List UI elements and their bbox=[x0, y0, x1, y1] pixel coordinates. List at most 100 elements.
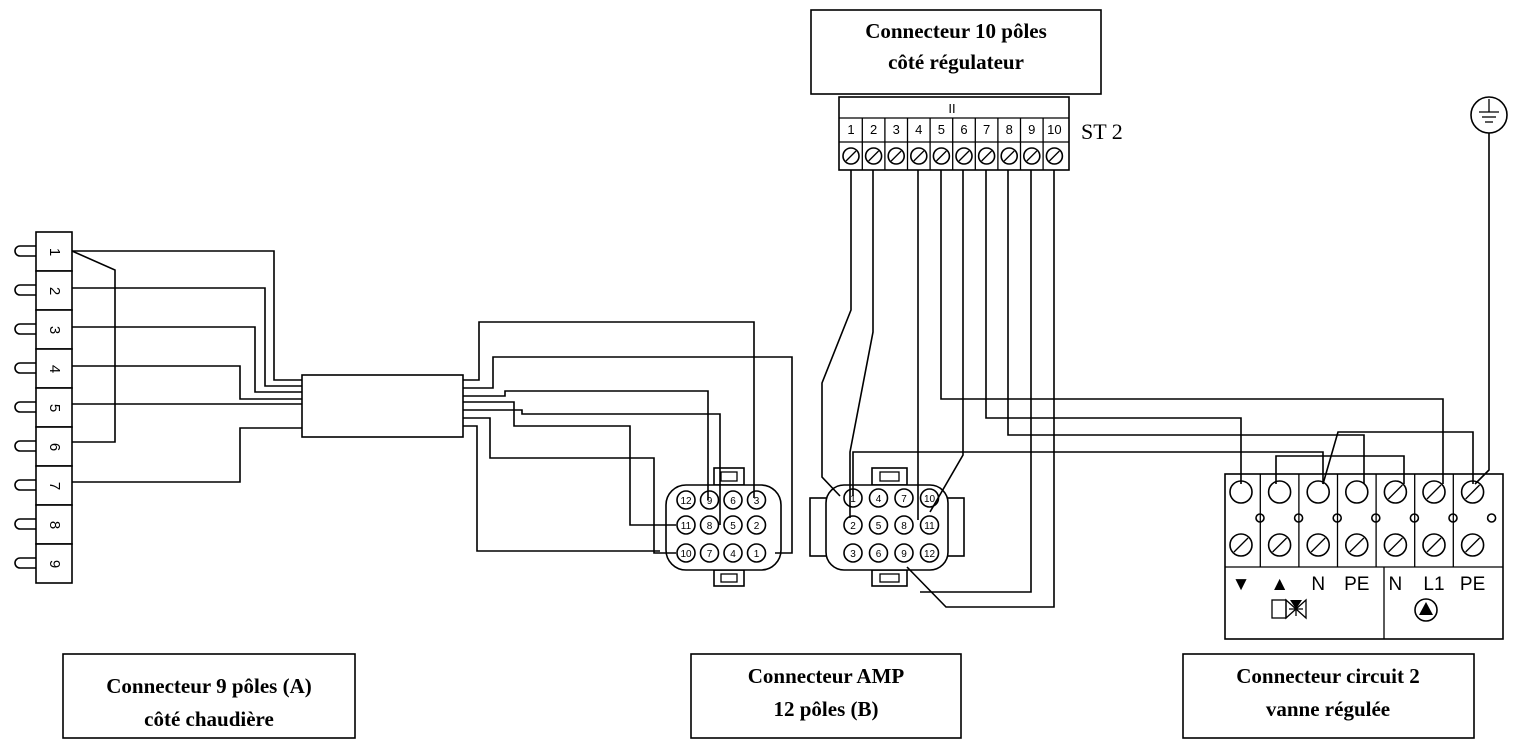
boiler-pin-label: 3 bbox=[46, 326, 63, 334]
amp-left-pin: 2 bbox=[746, 515, 767, 535]
regulator-pin-label: 9 bbox=[1028, 122, 1035, 137]
screw-terminal-icon bbox=[842, 147, 860, 165]
amp-right-pin: 9 bbox=[894, 543, 914, 563]
regulator-pin-label: 5 bbox=[938, 122, 945, 137]
amp-connector-right: 1 4 7 10 2 5 8 11 3 6 9 12 bbox=[809, 467, 965, 587]
screw-terminal-icon bbox=[1000, 147, 1019, 165]
amp-pin-label: 11 bbox=[681, 521, 692, 532]
circuit-terminal-label: PE bbox=[1344, 574, 1369, 595]
amp-left-pin: 11 bbox=[676, 515, 696, 535]
amp-left-pin: 1 bbox=[746, 543, 767, 563]
amp-right-pin: 10 bbox=[919, 488, 940, 508]
amp-right-pin: 12 bbox=[919, 543, 940, 563]
circuit-title-box: Connecteur circuit 2 vanne régulée bbox=[1182, 653, 1475, 739]
amp-left-pin: 7 bbox=[699, 543, 720, 563]
amp-pin-label: 3 bbox=[754, 496, 760, 507]
regulator-pin-label: 1 bbox=[847, 122, 854, 137]
screw-terminal-icon bbox=[1460, 480, 1485, 504]
clamp-terminal-icon bbox=[1306, 480, 1330, 504]
regulator-pin-label: 4 bbox=[915, 122, 922, 137]
circuit-terminal-label: L1 bbox=[1423, 574, 1444, 595]
amp-right-pin: 6 bbox=[868, 543, 889, 563]
boiler-pin-label: 6 bbox=[46, 443, 63, 451]
amp-pin-label: 6 bbox=[730, 496, 736, 507]
screw-terminal-icon bbox=[887, 147, 906, 165]
regulator-pin-label: 7 bbox=[983, 122, 990, 137]
amp-pin-label: 5 bbox=[876, 521, 882, 532]
screw-terminal-icon bbox=[932, 147, 951, 165]
amp-pin-label: 9 bbox=[901, 549, 907, 560]
regulator-pin-label: 8 bbox=[1006, 122, 1013, 137]
amp-pin-label: 5 bbox=[730, 521, 736, 532]
boiler-pin: 6 bbox=[14, 426, 73, 467]
boiler-pin-label: 9 bbox=[46, 560, 63, 568]
wires bbox=[71, 133, 1490, 608]
amp-right-pin: 11 bbox=[919, 515, 940, 535]
screw-terminal-icon bbox=[1345, 533, 1369, 557]
amp-pin-label: 1 bbox=[754, 549, 760, 560]
amp-pin-label: 10 bbox=[924, 494, 936, 505]
three-way-valve-icon bbox=[1271, 598, 1307, 620]
amp-pin-label: 4 bbox=[876, 494, 882, 505]
amp-title-line1: Connecteur AMP bbox=[748, 664, 905, 688]
boiler-pin: 3 bbox=[14, 309, 73, 350]
circuit-terminal-label: ▲ bbox=[1270, 574, 1289, 595]
amp-left-pin: 5 bbox=[723, 515, 743, 535]
screw-terminal-icon bbox=[1422, 480, 1446, 504]
amp-pin-label: 11 bbox=[924, 521, 935, 532]
amp-left-pin: 3 bbox=[746, 490, 767, 510]
screw-terminal-icon bbox=[1267, 533, 1292, 557]
terminal-link-icon bbox=[1486, 513, 1497, 523]
boiler-pin-label: 4 bbox=[46, 365, 63, 373]
screw-terminal-icon bbox=[1023, 147, 1041, 165]
screw-terminal-icon bbox=[909, 147, 928, 165]
amp-pin-label: 9 bbox=[707, 496, 713, 507]
boiler-pin: 2 bbox=[14, 270, 73, 311]
circuit-title-line2: vanne régulée bbox=[1266, 697, 1390, 721]
amp-pin-label: 1 bbox=[850, 494, 856, 505]
regulator-pin-label: 3 bbox=[893, 122, 900, 137]
amp-pin-label: 6 bbox=[876, 549, 882, 560]
screw-terminal-icon bbox=[864, 147, 883, 165]
screw-terminal-icon bbox=[1229, 533, 1253, 557]
screw-terminal-icon bbox=[1383, 480, 1408, 504]
circuit-title-line1: Connecteur circuit 2 bbox=[1236, 664, 1420, 688]
regulator-pin-label: 6 bbox=[960, 122, 967, 137]
amp-left-pin: 9 bbox=[699, 490, 720, 510]
regulator-title-line1: Connecteur 10 pôles bbox=[865, 19, 1047, 43]
screw-terminal-icon bbox=[955, 147, 973, 165]
boiler-pin-label: 7 bbox=[46, 482, 63, 490]
regulator-pin-label: 10 bbox=[1047, 122, 1061, 137]
regulator-pin-label: 2 bbox=[870, 122, 877, 137]
amp-title-box: Connecteur AMP 12 pôles (B) bbox=[690, 653, 962, 739]
amp-pin-label: 12 bbox=[924, 549, 936, 560]
amp-pin-label: 7 bbox=[901, 494, 907, 505]
amp-pin-label: 12 bbox=[680, 496, 692, 507]
amp-left-pin: 8 bbox=[699, 515, 720, 535]
screw-terminal-icon bbox=[1460, 533, 1485, 557]
amp-title-line2: 12 pôles (B) bbox=[774, 697, 879, 721]
amp-left-pin: 6 bbox=[723, 490, 743, 510]
amp-left-pin: 10 bbox=[676, 543, 696, 563]
amp-right-pin: 2 bbox=[843, 515, 863, 535]
boiler-pin: 5 bbox=[14, 387, 73, 428]
screw-terminal-icon bbox=[1306, 533, 1330, 557]
amp-pin-label: 3 bbox=[850, 549, 856, 560]
amp-pin-label: 8 bbox=[901, 521, 907, 532]
clamp-terminal-icon bbox=[1345, 480, 1369, 504]
circuit-terminal-label: N bbox=[1311, 574, 1325, 595]
circuit-terminal-label: N bbox=[1389, 574, 1403, 595]
amp-pin-label: 7 bbox=[707, 549, 713, 560]
amp-right-pin: 7 bbox=[894, 488, 914, 508]
amp-right-pin: 5 bbox=[868, 515, 889, 535]
amp-right-pin: 8 bbox=[894, 515, 914, 535]
boiler-pin-label: 5 bbox=[46, 404, 63, 412]
boiler-pin-label: 1 bbox=[46, 248, 63, 256]
boiler-pin: 1 bbox=[14, 231, 73, 272]
clamp-terminal-icon bbox=[1229, 480, 1253, 504]
